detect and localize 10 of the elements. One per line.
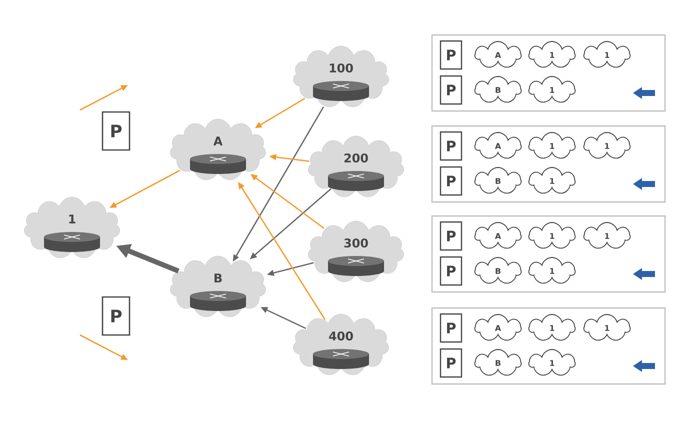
p-box: P [440,348,462,378]
p-box: P [440,40,462,70]
p-box: P [102,296,130,336]
p-box: P [440,75,462,105]
p-box: P [440,166,462,196]
p-box: P [440,313,462,343]
p-box: P [102,111,130,151]
p-box: P [440,131,462,161]
p-box: P [440,256,462,286]
p-box: P [440,221,462,251]
